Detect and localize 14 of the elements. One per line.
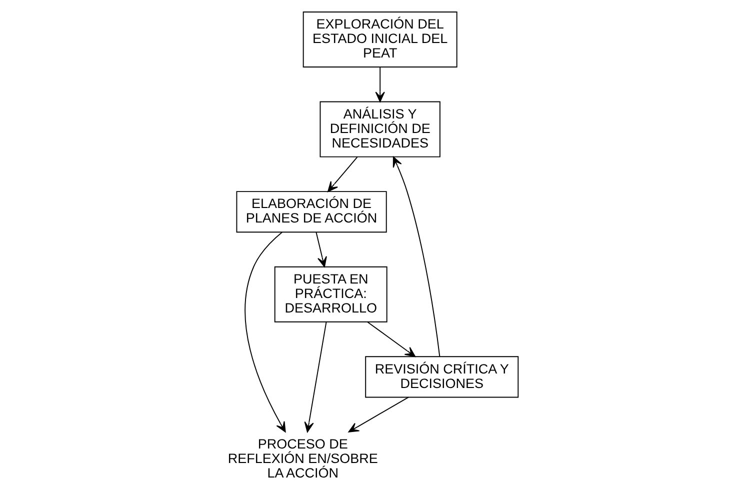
node-box: ANÁLISIS Y DEFINICIÓN DE NECESIDADES [319, 101, 440, 158]
node-box: REVISIÓN CRÍTICA Y DECISIONES [364, 356, 518, 398]
arrow [392, 156, 440, 357]
node-box: PUESTA EN PRÁCTICA: DESARROLLO [274, 266, 387, 322]
node-box: EXPLORACIÓN DEL ESTADO INICIAL DEL PEAT [302, 12, 457, 68]
arrow [366, 322, 416, 357]
arrow [348, 396, 409, 432]
arrow [244, 232, 286, 432]
arrow [374, 66, 384, 102]
arrow [304, 321, 326, 432]
node-box: ELABORACIÓN DE PLANES DE ACCIÓN [236, 191, 386, 233]
node-text: PROCESO DE REFLEXIÓN EN/SOBRE LA ACCIÓN [227, 436, 378, 481]
arrow [315, 232, 326, 268]
arrow [327, 156, 358, 192]
